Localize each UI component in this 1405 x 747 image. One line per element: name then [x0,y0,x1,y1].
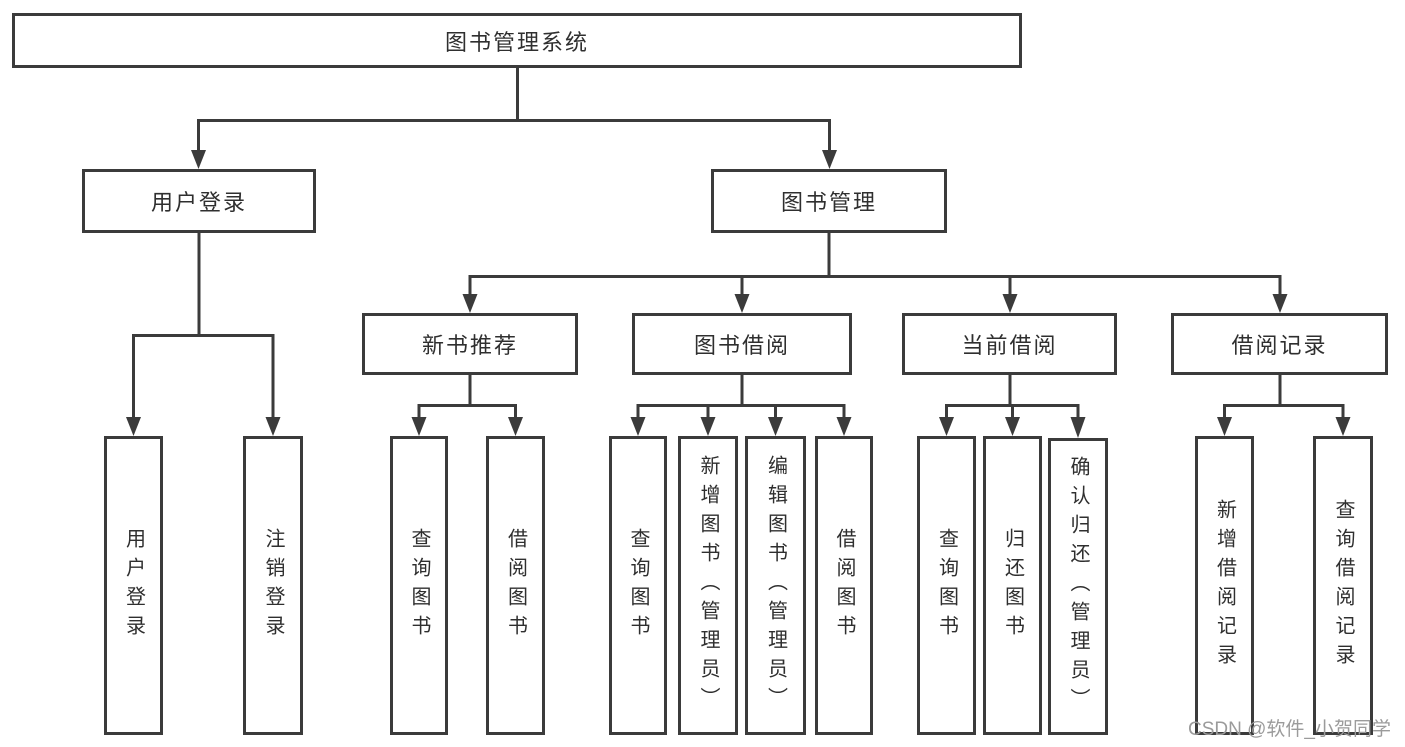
node-new-book-recommendation: 新书推荐 [362,313,578,375]
node-library-system: 图书管理系统 [12,13,1022,68]
node-label: 用户登录 [150,190,247,215]
leaf-confirm-return-admin: 确认归还（管理员） [1048,438,1108,735]
leaf-query-books-recommend: 查询图书 [390,436,448,735]
node-label: 查询借阅记录 [1332,498,1354,673]
node-label: 借阅图书 [833,527,855,644]
node-book-borrowing: 图书借阅 [632,313,852,375]
node-book-management: 图书管理 [711,169,947,233]
leaf-add-book-admin: 新增图书（管理员） [678,436,738,735]
node-label: 当前借阅 [961,333,1058,358]
leaf-borrow-books-borrowing: 借阅图书 [815,436,873,735]
node-label: 图书管理系统 [444,29,589,55]
csdn-watermark: CSDN @软件_小贺同学 [1188,719,1391,740]
node-label: 新增借阅记录 [1213,498,1236,673]
node-label: 查询图书 [408,527,430,644]
node-user-login: 用户登录 [82,169,316,233]
node-current-borrowing: 当前借阅 [902,313,1117,375]
leaf-add-borrow-record: 新增借阅记录 [1195,436,1254,735]
node-label: 新增图书（管理员） [697,455,719,716]
node-label: 图书管理 [780,190,877,215]
node-label: 确认归还（管理员） [1067,456,1089,717]
leaf-borrow-books-recommend: 借阅图书 [486,436,545,735]
node-borrowing-records: 借阅记录 [1171,313,1388,375]
leaf-query-books-borrowing: 查询图书 [609,436,667,735]
node-label: 借阅图书 [504,527,527,644]
node-label: 查询图书 [627,527,649,644]
node-label: 借阅记录 [1231,333,1328,358]
leaf-logout: 注销登录 [243,436,303,735]
leaf-return-books: 归还图书 [983,436,1042,735]
node-label: 归还图书 [1001,527,1024,644]
node-label: 查询图书 [935,527,958,644]
node-label: 用户登录 [122,527,145,644]
leaf-query-borrow-record: 查询借阅记录 [1313,436,1373,735]
node-label: 注销登录 [262,527,284,644]
leaf-query-books-current: 查询图书 [917,436,976,735]
node-label: 编辑图书（管理员） [764,455,787,716]
leaf-user-login: 用户登录 [104,436,163,735]
leaf-edit-book-admin: 编辑图书（管理员） [745,436,806,735]
node-label: 新书推荐 [421,333,518,358]
node-label: 图书借阅 [693,333,790,358]
